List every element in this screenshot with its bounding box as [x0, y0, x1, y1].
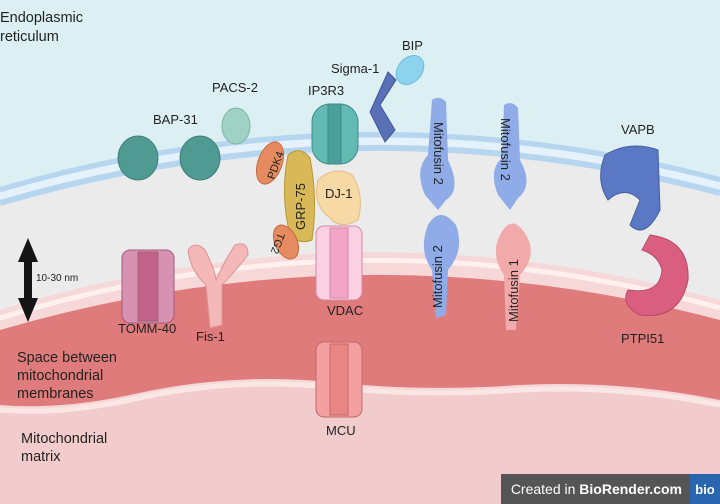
- pacs2-label: PACS-2: [212, 80, 258, 95]
- sigma1-label: Sigma-1: [331, 61, 379, 76]
- dj1-label: DJ-1: [325, 186, 352, 201]
- mcu-label: MCU: [326, 423, 356, 438]
- bap31-protein-icon: [117, 135, 221, 181]
- watermark-prefix: Created in: [510, 481, 580, 497]
- ptpi51-protein-icon: [625, 234, 689, 317]
- er-label-line1: Endoplasmic: [0, 10, 83, 26]
- ip3r3-label: IP3R3: [308, 83, 344, 98]
- grp75-protein-icon: [283, 150, 316, 243]
- sigma1-protein-icon: [369, 71, 397, 143]
- vdac-label: VDAC: [327, 303, 363, 318]
- distance-label: 10-30 nm: [36, 273, 78, 284]
- ptpi51-label: PTPI51: [621, 331, 664, 346]
- mitofusin2-er-a-label: Mitofusin 2: [431, 122, 446, 185]
- mitofusin1-label: Mitofusin 1: [506, 259, 521, 322]
- grp75-label: GRP-75: [293, 183, 308, 230]
- mitofusin1-icon: [495, 223, 531, 330]
- ims-label-line2: mitochondrial: [17, 368, 103, 384]
- matrix-label-line1: Mitochondrial: [21, 431, 107, 447]
- watermark-brand: BioRender.com: [579, 481, 682, 497]
- tg2-protein-icon: [272, 224, 300, 260]
- dj1-protein-icon: [316, 170, 361, 225]
- mitochondrial-matrix: [0, 383, 720, 504]
- ip3r3-channel-icon: [311, 103, 359, 165]
- bap31-label: BAP-31: [153, 112, 198, 127]
- vapb-protein-icon: [600, 145, 661, 231]
- mitofusin2-mito-label: Mitofusin 2: [430, 245, 445, 308]
- bip-protein-icon: [395, 55, 425, 85]
- intermembrane-space: [0, 274, 720, 407]
- mitofusin2-er-b-icon: [493, 103, 527, 210]
- biorender-logo-icon: bio: [690, 474, 720, 504]
- pdk4-protein-icon: [255, 141, 285, 185]
- fis1-label: Fis-1: [196, 329, 225, 344]
- mitofusin2-er-b-label: Mitofusin 2: [498, 118, 513, 181]
- er-label-line2: reticulum: [0, 29, 59, 45]
- tomm40-label: TOMM-40: [118, 321, 176, 336]
- ims-label-line3: membranes: [17, 386, 94, 402]
- pacs2-protein-icon: [221, 107, 251, 145]
- bip-label: BIP: [402, 38, 423, 53]
- tomm40-channel-icon: [121, 249, 175, 324]
- mitofusin2-er-a-icon: [420, 97, 455, 210]
- ims-label-line1: Space between: [17, 350, 117, 366]
- vdac-channel-icon: [315, 225, 363, 301]
- matrix-label-line2: matrix: [21, 449, 61, 465]
- mcu-channel-icon: [315, 341, 363, 418]
- distance-arrow-icon: [18, 238, 38, 322]
- mitofusin2-mito-icon: [423, 215, 460, 318]
- biorender-watermark[interactable]: Created in BioRender.com bio: [500, 474, 720, 504]
- vapb-label: VAPB: [621, 122, 655, 137]
- fis1-protein-icon: [187, 243, 249, 329]
